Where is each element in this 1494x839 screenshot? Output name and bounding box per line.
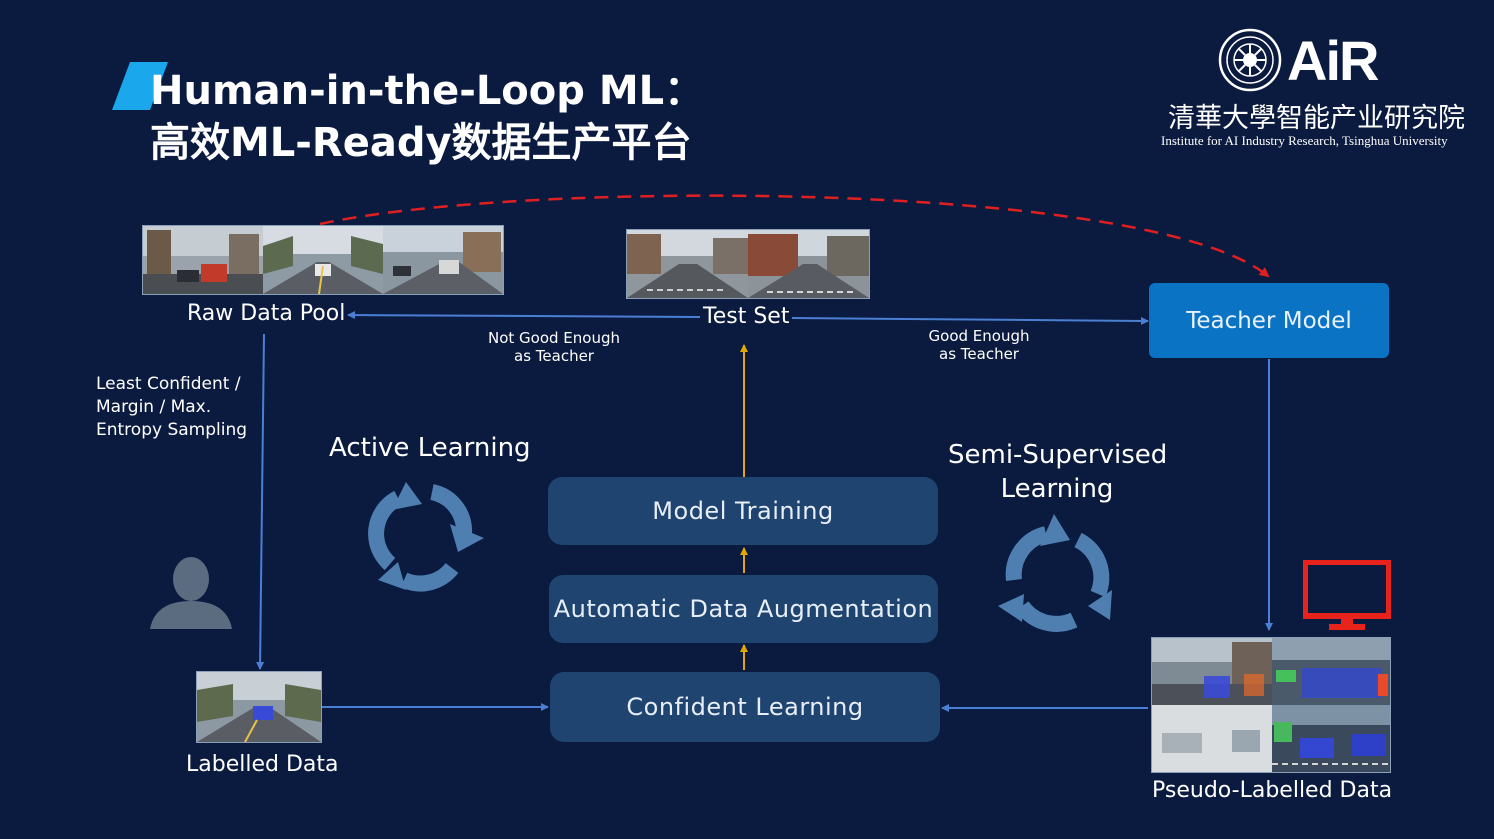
good-line1: Good Enough xyxy=(928,327,1030,345)
sampling-strategy-label: Least Confident / Margin / Max. Entropy … xyxy=(96,373,247,442)
sampling-arrow xyxy=(256,333,265,670)
labelled-data-label: Labelled Data xyxy=(186,752,339,777)
confident-learning-box: Confident Learning xyxy=(550,672,940,742)
feedback-arrow xyxy=(319,194,1270,278)
good-enough-label: Good Enough as Teacher xyxy=(926,327,1032,363)
institute-logo: AiR 清華大學智能产业研究院 Institute for AI Industr… xyxy=(1155,28,1475,158)
teacher-model-label: Teacher Model xyxy=(1186,307,1352,334)
teacher-model-box: Teacher Model xyxy=(1149,283,1389,358)
model-training-box: Model Training xyxy=(548,477,938,545)
model-training-label: Model Training xyxy=(652,497,834,525)
test-set-label: Test Set xyxy=(703,304,790,329)
monitor-icon xyxy=(1303,560,1391,630)
confident-learning-label: Confident Learning xyxy=(626,693,864,721)
slide-title: Human-in-the-Loop ML： xyxy=(150,68,705,114)
not-good-line2: as Teacher xyxy=(514,347,594,365)
university-seal-icon xyxy=(1218,28,1282,92)
not-good-line1: Not Good Enough xyxy=(487,329,620,347)
good-line2: as Teacher xyxy=(939,345,1019,363)
title-accent-mark xyxy=(112,62,168,110)
good-arrow xyxy=(791,316,1149,325)
slide-subtitle: 高效ML-Ready数据生产平台 xyxy=(150,120,692,166)
semi-supervised-label: Semi-Supervised Learning xyxy=(948,438,1168,506)
not-good-enough-label: Not Good Enough as Teacher xyxy=(486,329,622,365)
institute-chinese-name: 清華大學智能产业研究院 xyxy=(1168,103,1465,134)
sampling-line1: Least Confident / xyxy=(96,374,241,394)
data-augmentation-box: Automatic Data Augmentation xyxy=(549,575,938,643)
raw-data-images xyxy=(142,225,504,295)
sampling-line2: Margin / Max. xyxy=(96,397,212,417)
pseudo-labelled-images xyxy=(1151,637,1391,773)
institute-english-name: Institute for AI Industry Research, Tsin… xyxy=(1161,133,1448,148)
person-icon xyxy=(150,557,232,629)
semi-line2: Learning xyxy=(1000,474,1114,504)
active-learning-label: Active Learning xyxy=(329,433,531,463)
cycle-arrows-icon xyxy=(368,482,484,592)
air-brand-logo: AiR xyxy=(1287,29,1379,92)
semi-line1: Semi-Supervised xyxy=(948,440,1168,470)
pseudo-labelled-data-label: Pseudo-Labelled Data xyxy=(1152,778,1393,803)
sampling-line3: Entropy Sampling xyxy=(96,420,248,440)
data-augmentation-label: Automatic Data Augmentation xyxy=(553,595,934,623)
raw-data-pool-label: Raw Data Pool xyxy=(187,301,346,326)
test-set-images xyxy=(626,229,870,299)
labelled-data-image xyxy=(196,671,322,743)
not-good-arrow xyxy=(347,311,701,320)
cycle-arrows-icon xyxy=(998,514,1112,632)
